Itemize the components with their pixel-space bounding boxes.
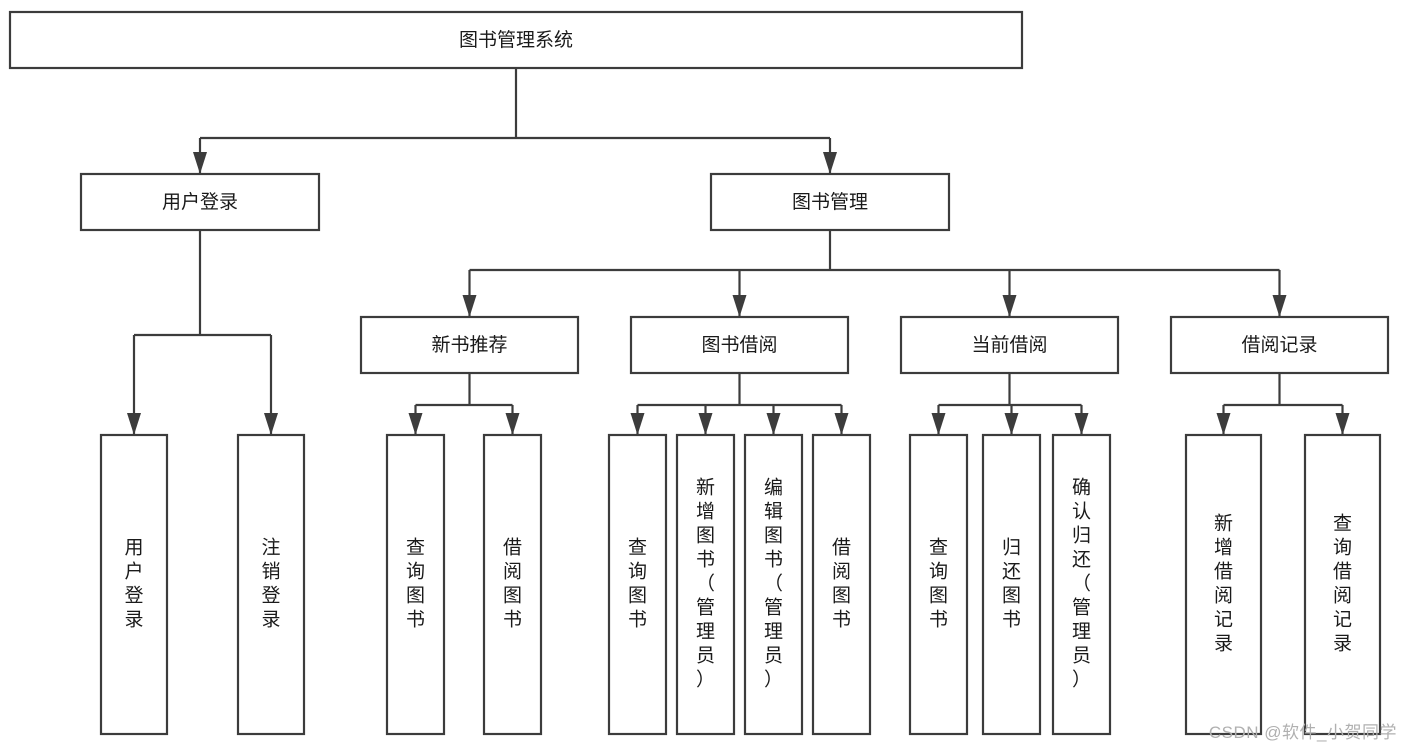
node-label: 新书推荐 [431, 334, 507, 356]
node-label: 图书管理系统 [459, 29, 573, 51]
node-box [1303, 433, 1382, 736]
node-label: 借阅图书 [832, 537, 851, 631]
node-box [1184, 433, 1263, 736]
node-label: 注销登录 [261, 537, 280, 631]
node-label: 图书借阅 [701, 334, 777, 356]
node-box [1051, 433, 1112, 736]
node-leaf-12[interactable]: 新增图书（管理员） [675, 433, 736, 736]
node-label: 查询借阅记录 [1333, 513, 1352, 655]
node-box [629, 315, 850, 375]
node-box [899, 315, 1120, 375]
node-box [709, 172, 951, 232]
node-leaf-7[interactable]: 用户登录 [99, 433, 169, 736]
node-box [811, 433, 872, 736]
node-label: 查询图书 [406, 537, 425, 631]
node-label: 新增借阅记录 [1214, 513, 1233, 655]
node-label: 确认归还（管理员） [1072, 477, 1091, 691]
node-box [908, 433, 969, 736]
node-l3-6[interactable]: 借阅记录 [1169, 315, 1390, 375]
node-label: 新增图书（管理员） [696, 477, 715, 691]
node-layer: 图书管理系统用户登录图书管理新书推荐图书借阅当前借阅借阅记录用户登录注销登录查询… [8, 10, 1390, 736]
node-box [79, 172, 321, 232]
node-leaf-16[interactable]: 归还图书 [981, 433, 1042, 736]
node-leaf-19[interactable]: 查询借阅记录 [1303, 433, 1382, 736]
connector-layer [127, 68, 1350, 435]
node-label: 借阅图书 [503, 537, 522, 631]
node-leaf-10[interactable]: 借阅图书 [482, 433, 543, 736]
node-label: 用户登录 [162, 191, 238, 213]
node-leaf-17[interactable]: 确认归还（管理员） [1051, 433, 1112, 736]
node-label: 查询图书 [929, 537, 948, 631]
node-label: 图书管理 [792, 191, 868, 213]
node-l3-4[interactable]: 图书借阅 [629, 315, 850, 375]
node-leaf-14[interactable]: 借阅图书 [811, 433, 872, 736]
node-root-0[interactable]: 图书管理系统 [8, 10, 1024, 70]
node-l3-5[interactable]: 当前借阅 [899, 315, 1120, 375]
node-leaf-15[interactable]: 查询图书 [908, 433, 969, 736]
node-box [1169, 315, 1390, 375]
node-box [981, 433, 1042, 736]
node-label: 归还图书 [1002, 537, 1021, 631]
node-l3-3[interactable]: 新书推荐 [359, 315, 580, 375]
node-box [482, 433, 543, 736]
node-leaf-8[interactable]: 注销登录 [236, 433, 306, 736]
node-box [8, 10, 1024, 70]
node-l2-1[interactable]: 用户登录 [79, 172, 321, 232]
node-label: 查询图书 [628, 537, 647, 631]
node-box [385, 433, 446, 736]
node-box [607, 433, 668, 736]
csdn-watermark: CSDN @软件_小贺同学 [1208, 723, 1397, 742]
node-label: 当前借阅 [971, 334, 1047, 356]
node-box [675, 433, 736, 736]
node-leaf-11[interactable]: 查询图书 [607, 433, 668, 736]
node-box [743, 433, 804, 736]
node-box [359, 315, 580, 375]
node-label: 用户登录 [124, 538, 143, 631]
node-leaf-13[interactable]: 编辑图书（管理员） [743, 433, 804, 736]
node-label: 借阅记录 [1241, 334, 1317, 356]
node-leaf-9[interactable]: 查询图书 [385, 433, 446, 736]
node-label: 编辑图书（管理员） [764, 477, 783, 691]
node-box [236, 433, 306, 736]
node-leaf-18[interactable]: 新增借阅记录 [1184, 433, 1263, 736]
node-box [99, 433, 169, 736]
node-l2-2[interactable]: 图书管理 [709, 172, 951, 232]
